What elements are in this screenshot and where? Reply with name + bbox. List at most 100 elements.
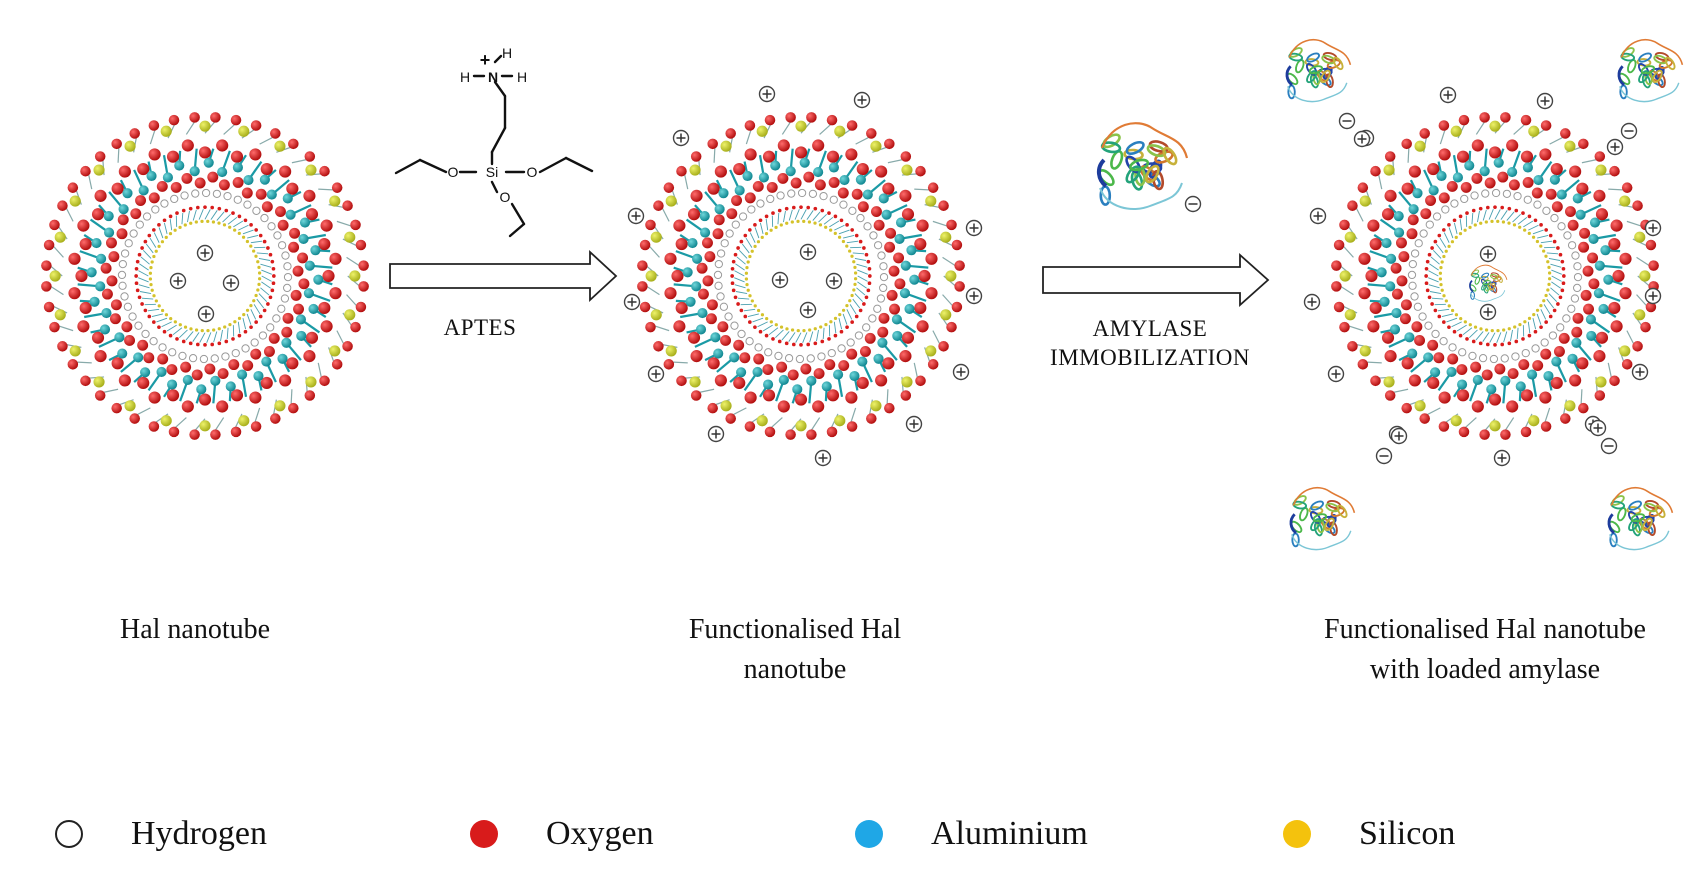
oxygen-atom (1532, 188, 1543, 199)
hydrogen-atom (211, 355, 218, 362)
oxygen-atom (231, 337, 235, 341)
oxygen-atom (925, 287, 937, 299)
oxygen-atom (745, 120, 756, 131)
aluminium-atom (139, 185, 149, 195)
oxygen-atom (899, 350, 911, 362)
positive-charge (1646, 221, 1661, 236)
oxygen-atom (1578, 242, 1589, 253)
oxygen-atom (149, 392, 161, 404)
oxygen-atom (785, 112, 796, 123)
oxygen-atom (850, 320, 854, 324)
silicon-atom (842, 309, 845, 312)
hydrogen-atom (731, 322, 738, 329)
hydrogen-atom (189, 355, 196, 362)
aluminium-atom (1573, 193, 1583, 203)
hydrogen-atom (1411, 293, 1418, 300)
aluminium-atom (1550, 175, 1560, 185)
silicon-atom (93, 376, 104, 387)
silicon-atom (747, 289, 750, 292)
silicon-atom (802, 329, 805, 332)
oxygen-atom (107, 275, 118, 286)
silicon-atom (246, 309, 249, 312)
oxygen-atom (244, 330, 248, 334)
oxygen-atom (1541, 421, 1552, 432)
oxygen-atom (688, 208, 700, 220)
oxygen-atom (1562, 267, 1566, 271)
oxygen-atom (1485, 178, 1496, 189)
aluminium-atom (89, 297, 99, 307)
oxygen-atom (94, 350, 106, 362)
silicon-atom (1485, 328, 1488, 331)
aluminium-atom (713, 348, 723, 358)
hydrogen-atom (268, 223, 275, 230)
hydrogen-atom (278, 305, 285, 312)
hydrogen-atom (1419, 313, 1426, 320)
oxygen-atom (731, 267, 735, 271)
oxygen-atom (1426, 288, 1430, 292)
oxygen-atom (734, 253, 738, 257)
oxygen-atom (759, 330, 763, 334)
oxygen-atom (814, 368, 825, 379)
hydrogen-atom (1524, 196, 1531, 203)
silicon-atom (1532, 313, 1535, 316)
silicon-atom (770, 320, 773, 323)
oxygen-atom (1447, 223, 1451, 227)
aluminium-atom (718, 188, 728, 198)
positive-charge (816, 451, 831, 466)
silicon-atom (1474, 325, 1477, 328)
oxygen-atom (286, 357, 298, 369)
hydrogen-atom (877, 295, 884, 302)
oxygen-atom (342, 341, 353, 352)
oxygen-atom (358, 260, 369, 271)
oxygen-atom (845, 148, 857, 160)
oxygen-atom (713, 228, 724, 239)
aluminium-atom (752, 367, 762, 377)
aluminium-atom (1394, 211, 1404, 221)
hydrogen-atom (119, 260, 126, 267)
positive-charge (801, 303, 816, 318)
silicon-atom (1455, 236, 1458, 239)
oxygen-atom (884, 139, 895, 150)
oxygen-atom (270, 128, 281, 139)
oxygen-atom (269, 295, 273, 299)
oxygen-atom (228, 359, 239, 370)
aluminium-atom (1494, 158, 1504, 168)
oxygen-atom (840, 330, 844, 334)
oxygen-atom (868, 281, 872, 285)
hydrogen-atom (284, 263, 291, 270)
aluminium-atom (857, 357, 867, 367)
oxygen-atom (217, 207, 221, 211)
oxygen-atom (68, 182, 79, 193)
oxygen-atom (1411, 321, 1422, 332)
oxygen-atom (1434, 309, 1438, 313)
hydrogen-atom (267, 324, 274, 331)
aluminium-atom (1598, 304, 1608, 314)
aluminium-atom (313, 275, 323, 285)
oxygen-atom (1472, 340, 1476, 344)
oxygen-atom (1521, 151, 1533, 163)
oxygen-atom (166, 364, 177, 375)
silicon-atom (761, 236, 764, 239)
hydrogen-atom (796, 355, 803, 362)
oxygen-atom (673, 220, 685, 232)
oxygen-atom (827, 115, 838, 126)
aluminium-atom (300, 217, 310, 227)
oxygen-atom (676, 376, 687, 387)
inner-amylase-icon (1469, 265, 1507, 301)
oxygen-atom (846, 349, 857, 360)
hydrogen-atom (251, 339, 258, 346)
oxygen-atom (778, 340, 782, 344)
oxygen-atom (1521, 337, 1525, 341)
positive-charge (1355, 132, 1370, 147)
oxygen-atom (1479, 112, 1490, 123)
oxygen-atom (731, 281, 735, 285)
oxygen-atom (136, 288, 140, 292)
oxygen-atom (691, 151, 702, 162)
aluminium-atom (759, 172, 769, 182)
aptes-o-bottom: O (500, 189, 511, 205)
oxygen-atom (1401, 139, 1412, 150)
hydrogen-atom (200, 355, 207, 362)
oxygen-atom (690, 190, 702, 202)
inner-lumen-ring (1424, 205, 1565, 346)
oxygen-atom (753, 181, 764, 192)
